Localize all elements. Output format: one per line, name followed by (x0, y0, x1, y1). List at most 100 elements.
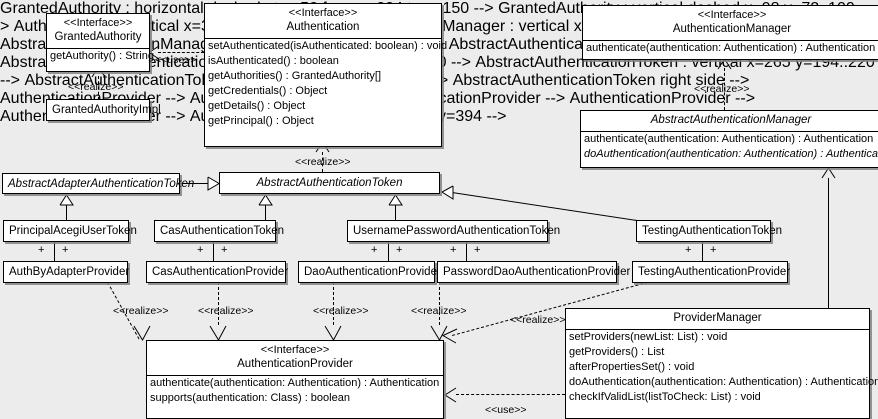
class-members-authentication-provider: authenticate(authentication: Authenticat… (147, 376, 443, 406)
arrow-realize-casprovider (209, 325, 227, 341)
edge-generalize-castoken (265, 205, 266, 220)
edge-assoc-castoken-casprovider (213, 242, 214, 262)
class-name-granted-authority-impl: GrantedAuthorityImpl (52, 104, 161, 116)
multiplicity-testingprovider: + (710, 244, 717, 256)
class-name-granted-authority: GrantedAuthority (54, 31, 142, 43)
class-name-provider-manager: ProviderManager (673, 312, 762, 324)
class-members-abstract-authentication-manager: authenticate(authentication: Authenticat… (581, 132, 878, 162)
class-header-authentication-provider: <<Interface>> AuthenticationProvider (147, 341, 443, 376)
member-getauthority: getAuthority() : String (50, 50, 154, 62)
edge-assoc-userpasstoken-daoprovider (388, 242, 389, 262)
arrow-realize-testingprovider (441, 328, 459, 346)
class-header-dao-authentication-provider: DaoAuthenticationProvider (299, 262, 441, 284)
class-header-granted-authority: <<Interface>> GrantedAuthority (47, 14, 149, 49)
edge-realize-grantedauthorityimpl (98, 76, 99, 100)
edge-realize-abstracttoken-authentication (322, 152, 323, 172)
class-members-authentication-manager: authenticate(authentication: Authenticat… (583, 41, 878, 56)
class-header-auth-by-adapter-provider: AuthByAdapterProvider (4, 262, 130, 284)
class-name-username-password-authentication-token: UsernamePasswordAuthenticationToken (353, 225, 561, 237)
class-box-principal-acegi-user-token[interactable]: PrincipalAcegiUserToken (3, 220, 137, 243)
member-getauthorities: getAuthorities() : GrantedAuthority[] (208, 70, 382, 82)
label-realize-passworddaoprovider: <<realize>> (411, 305, 467, 317)
class-box-authentication-manager[interactable]: <<Interface>> AuthenticationManager auth… (582, 5, 878, 60)
class-box-authentication[interactable]: <<Interface>> Authentication setAuthenti… (204, 3, 447, 147)
multiplicity-testingtoken: + (685, 244, 692, 256)
label-realize-daoprovider: <<realize>> (313, 305, 369, 317)
class-header-username-password-authentication-token: UsernamePasswordAuthenticationToken (348, 221, 561, 243)
class-name-cas-authentication-token: CasAuthenticationToken (160, 225, 285, 237)
class-box-password-dao-authentication-provider[interactable]: PasswordDaoAuthenticationProvider (437, 261, 631, 284)
class-box-testing-authentication-token[interactable]: TestingAuthenticationToken (636, 220, 783, 243)
triangle-generalize-abstractmanager (821, 167, 836, 179)
class-header-authentication-manager: <<Interface>> AuthenticationManager (583, 6, 878, 41)
triangle-generalize-adaptertoken (59, 194, 74, 206)
class-header-abstract-adapter-authentication-token: AbstractAdapterAuthenticationToken (3, 174, 195, 196)
member-authenticate-manager: authenticate(authentication: Authenticat… (586, 42, 876, 54)
class-members-granted-authority: getAuthority() : String (47, 49, 154, 64)
member-isauthenticated: isAuthenticated() : boolean (208, 55, 339, 67)
class-box-auth-by-adapter-provider[interactable]: AuthByAdapterProvider (3, 261, 130, 284)
class-name-abstract-authentication-manager: AbstractAuthenticationManager (650, 114, 812, 126)
class-header-cas-authentication-provider: CasAuthenticationProvider (147, 262, 289, 284)
triangle-generalize-abstracttoken-left (207, 176, 220, 191)
edge-use-authentication-grantedauthority (158, 52, 204, 53)
class-box-authentication-provider[interactable]: <<Interface>> AuthenticationProvider aut… (146, 340, 444, 419)
class-name-password-dao-authentication-provider: PasswordDaoAuthenticationProvider (443, 266, 631, 278)
edge-use-providermanager-provider (456, 394, 565, 395)
edge-generalize-principaltoken (66, 205, 67, 220)
label-realize-testingprovider: <<realize>> (510, 314, 566, 326)
edge-realize-passworddaoprovider-provider (439, 282, 440, 325)
class-header-testing-authentication-provider: TestingAuthenticationProvider (633, 262, 791, 284)
class-box-abstract-authentication-manager[interactable]: AbstractAuthenticationManager authentica… (580, 110, 878, 168)
arrow-realize-authbyadapter (133, 325, 151, 341)
label-realize-casprovider: <<realize>> (198, 305, 254, 317)
edge-generalize-adaptertoken-abstracttoken (180, 183, 210, 184)
class-name-authentication-manager: AuthenticationManager (672, 23, 792, 35)
class-header-password-dao-authentication-provider: PasswordDaoAuthenticationProvider (438, 262, 631, 284)
class-name-cas-authentication-provider: CasAuthenticationProvider (152, 266, 289, 278)
member-setproviders: setProviders(newList: List) : void (569, 331, 728, 343)
edge-generalize-testingtoken (451, 192, 644, 222)
class-box-username-password-authentication-token[interactable]: UsernamePasswordAuthenticationToken (347, 220, 561, 243)
class-box-cas-authentication-token[interactable]: CasAuthenticationToken (154, 220, 285, 242)
label-realize-abstracttoken-authentication: <<realize>> (295, 156, 351, 168)
class-box-granted-authority[interactable]: <<Interface>> GrantedAuthority getAuthor… (46, 13, 154, 72)
class-name-dao-authentication-provider: DaoAuthenticationProvider (304, 266, 441, 278)
label-realize-abstractmanager: <<realize>> (694, 83, 750, 95)
class-header-abstract-authentication-manager: AbstractAuthenticationManager (581, 111, 878, 132)
class-header-abstract-authentication-token: AbstractAuthenticationToken (220, 173, 439, 195)
arrow-use-providermanager (443, 387, 457, 403)
multiplicity-userpasstoken-passworddao: + (450, 244, 457, 256)
triangle-generalize-abstracttoken-cas (258, 194, 273, 206)
class-box-provider-manager[interactable]: ProviderManager setProviders(newList: Li… (565, 308, 878, 419)
class-name-abstract-adapter-authentication-token: AbstractAdapterAuthenticationToken (8, 178, 195, 190)
member-getproviders: getProviders() : List (569, 346, 665, 358)
label-realize-authbyadapter: <<realize>> (113, 305, 169, 317)
multiplicity-userpasstoken-dao: + (371, 244, 378, 256)
member-doauthentication-abstract-manager: doAuthentication(authentication: Authent… (584, 148, 878, 160)
triangle-generalize-abstracttoken-testing (440, 184, 454, 200)
class-box-dao-authentication-provider[interactable]: DaoAuthenticationProvider (298, 261, 441, 284)
class-name-testing-authentication-token: TestingAuthenticationToken (642, 225, 783, 237)
stereotype-interface-authentication: <<Interface>> (288, 7, 358, 19)
edge-assoc-principaltoken-authbyadapter (54, 242, 55, 262)
multiplicity-principaltoken: + (38, 244, 45, 256)
class-box-testing-authentication-provider[interactable]: TestingAuthenticationProvider (632, 261, 791, 284)
edge-assoc-userpasstoken-passworddaoprovider (466, 242, 467, 262)
multiplicity-daoprovider: + (396, 244, 403, 256)
class-header-granted-authority-impl: GrantedAuthorityImpl (47, 100, 161, 122)
class-header-testing-authentication-token: TestingAuthenticationToken (637, 221, 783, 243)
class-header-principal-acegi-user-token: PrincipalAcegiUserToken (4, 221, 137, 243)
class-members-authentication: setAuthenticated(isAuthenticated: boolea… (205, 39, 447, 129)
member-doauthentication-providermanager: doAuthentication(authentication: Authent… (569, 376, 878, 388)
class-name-auth-by-adapter-provider: AuthByAdapterProvider (9, 266, 130, 278)
class-box-cas-authentication-provider[interactable]: CasAuthenticationProvider (146, 261, 289, 284)
arrow-realize-daoprovider (324, 325, 342, 341)
class-name-testing-authentication-provider: TestingAuthenticationProvider (638, 266, 791, 278)
class-name-principal-acegi-user-token: PrincipalAcegiUserToken (9, 225, 137, 237)
class-box-granted-authority-impl[interactable]: GrantedAuthorityImpl (46, 99, 161, 122)
triangle-generalize-abstracttoken-userpass (388, 194, 403, 206)
member-authenticate-provider: authenticate(authentication: Authenticat… (150, 377, 440, 389)
class-box-abstract-authentication-token[interactable]: AbstractAuthenticationToken (219, 172, 440, 194)
class-box-abstract-adapter-authentication-token[interactable]: AbstractAdapterAuthenticationToken (2, 173, 195, 196)
